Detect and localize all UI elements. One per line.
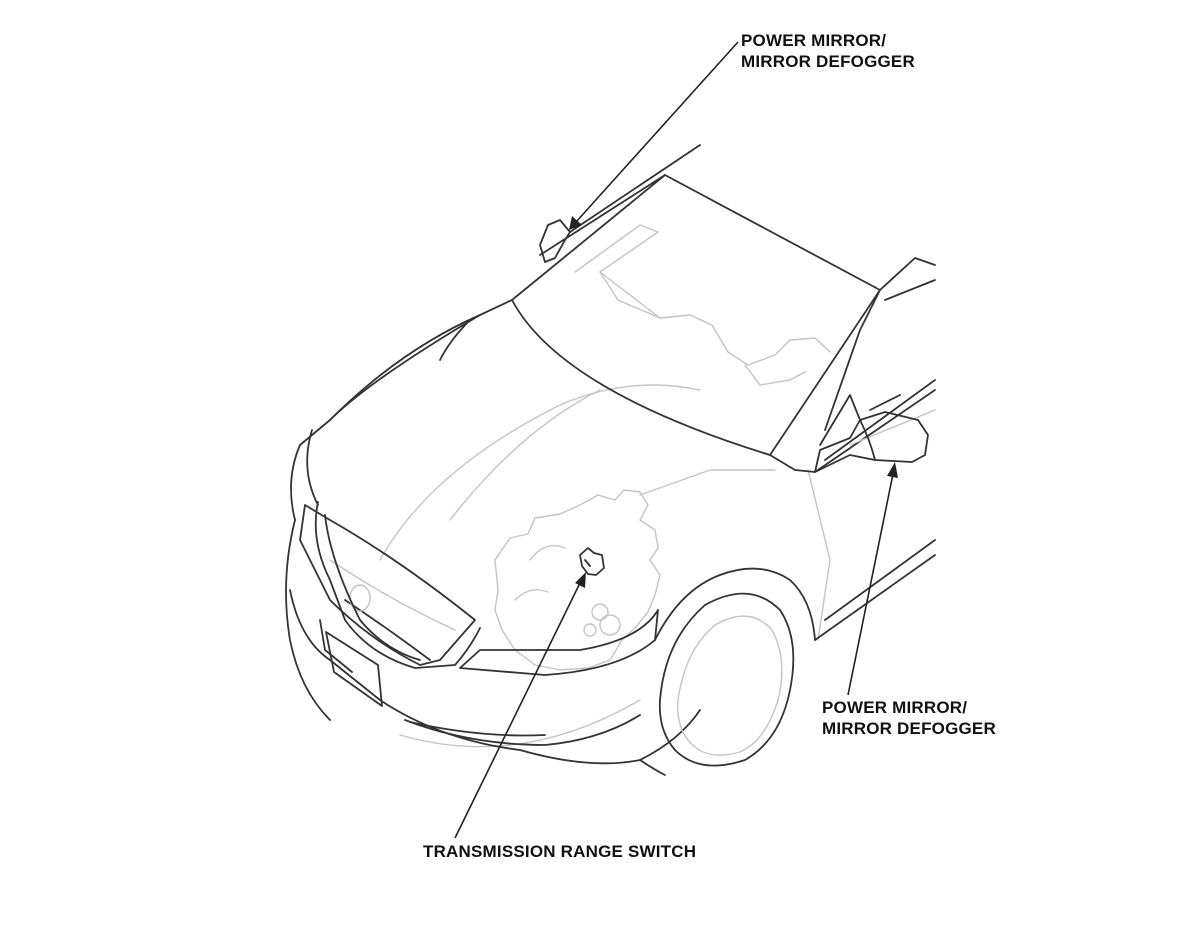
transmission-range-switch-part	[579, 547, 605, 576]
callout-line: POWER MIRROR/	[822, 698, 968, 717]
hidden-components	[379, 224, 831, 748]
callout-transmission-range-switch: TRANSMISSION RANGE SWITCH	[423, 841, 696, 862]
leader-line-mirror-top	[569, 41, 739, 230]
callout-line: POWER MIRROR/	[741, 31, 887, 50]
leader-line-transmission	[454, 572, 586, 839]
right-mirror	[814, 411, 929, 473]
leader-line-mirror-right	[847, 462, 898, 696]
callout-line: TRANSMISSION RANGE SWITCH	[423, 842, 697, 861]
callout-power-mirror-top: POWER MIRROR/ MIRROR DEFOGGER	[741, 30, 915, 72]
callout-line: MIRROR DEFOGGER	[741, 52, 915, 71]
left-mirror	[539, 219, 571, 263]
car-body-outline	[285, 144, 936, 776]
callout-line: MIRROR DEFOGGER	[822, 719, 996, 738]
callout-power-mirror-right: POWER MIRROR/ MIRROR DEFOGGER	[822, 697, 996, 739]
